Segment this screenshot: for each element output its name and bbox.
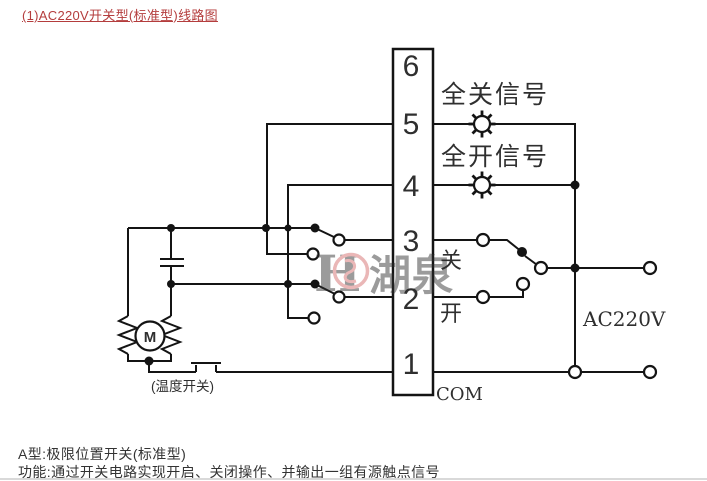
com-junction-terminal [567,364,583,380]
motor-label: M [144,329,157,346]
motor-icon: M [134,320,166,352]
terminal-number-4: 4 [403,170,420,203]
footer-function-text: 功能:通过开关电路实现开启、关闭操作、并输出一组有源触点信号 [18,464,440,480]
terminal-number-2: 2 [403,283,420,316]
lower-limit-blade-contact [332,290,346,304]
watermark: H 湖泉 [314,244,453,303]
contact-circles [306,232,658,380]
wires [116,123,644,373]
power-label: AC220V [582,307,666,331]
terminal-number-6: 6 [403,50,420,83]
open-signal-label: 全开信号 [441,143,549,171]
lower-limit-nc-contact [307,311,321,325]
selector-common-contact [533,260,549,276]
junction-dots [144,180,580,366]
terminal-number-5: 5 [403,108,420,141]
terminal-number-3: 3 [403,225,420,258]
close-label: 关 [440,248,462,273]
ac-terminal-top [642,260,658,276]
upper-limit-blade-contact [332,233,346,247]
watermark-name: 湖泉 [369,251,453,300]
watermark-ring-icon [332,252,370,290]
com-label: COM [436,384,483,405]
watermark-ring-glyph [343,259,357,284]
upper-limit-nc-contact [306,247,320,261]
selector-lower-contact [515,276,531,292]
ac-terminal-bottom [642,364,658,380]
watermark-mark: H [314,244,361,303]
terminal-number-1: 1 [403,348,420,381]
bottom-divider [0,478,707,480]
open-signal-lamp-icon [467,170,497,200]
footer-type-text: A型:极限位置开关(标准型) [18,446,187,462]
selector-open-terminal [475,289,491,305]
close-signal-lamp-icon [467,109,497,139]
page-title-link[interactable]: (1)AC220V开关型(标准型)线路图 [22,8,218,23]
wiring-diagram: 6 5 4 3 2 1 M [116,47,666,405]
close-signal-label: 全关信号 [441,81,549,109]
selector-close-terminal [475,232,491,248]
terminal-block [391,47,435,397]
open-label: 开 [440,301,462,326]
thermal-switch-label: (温度开关) [151,379,214,394]
